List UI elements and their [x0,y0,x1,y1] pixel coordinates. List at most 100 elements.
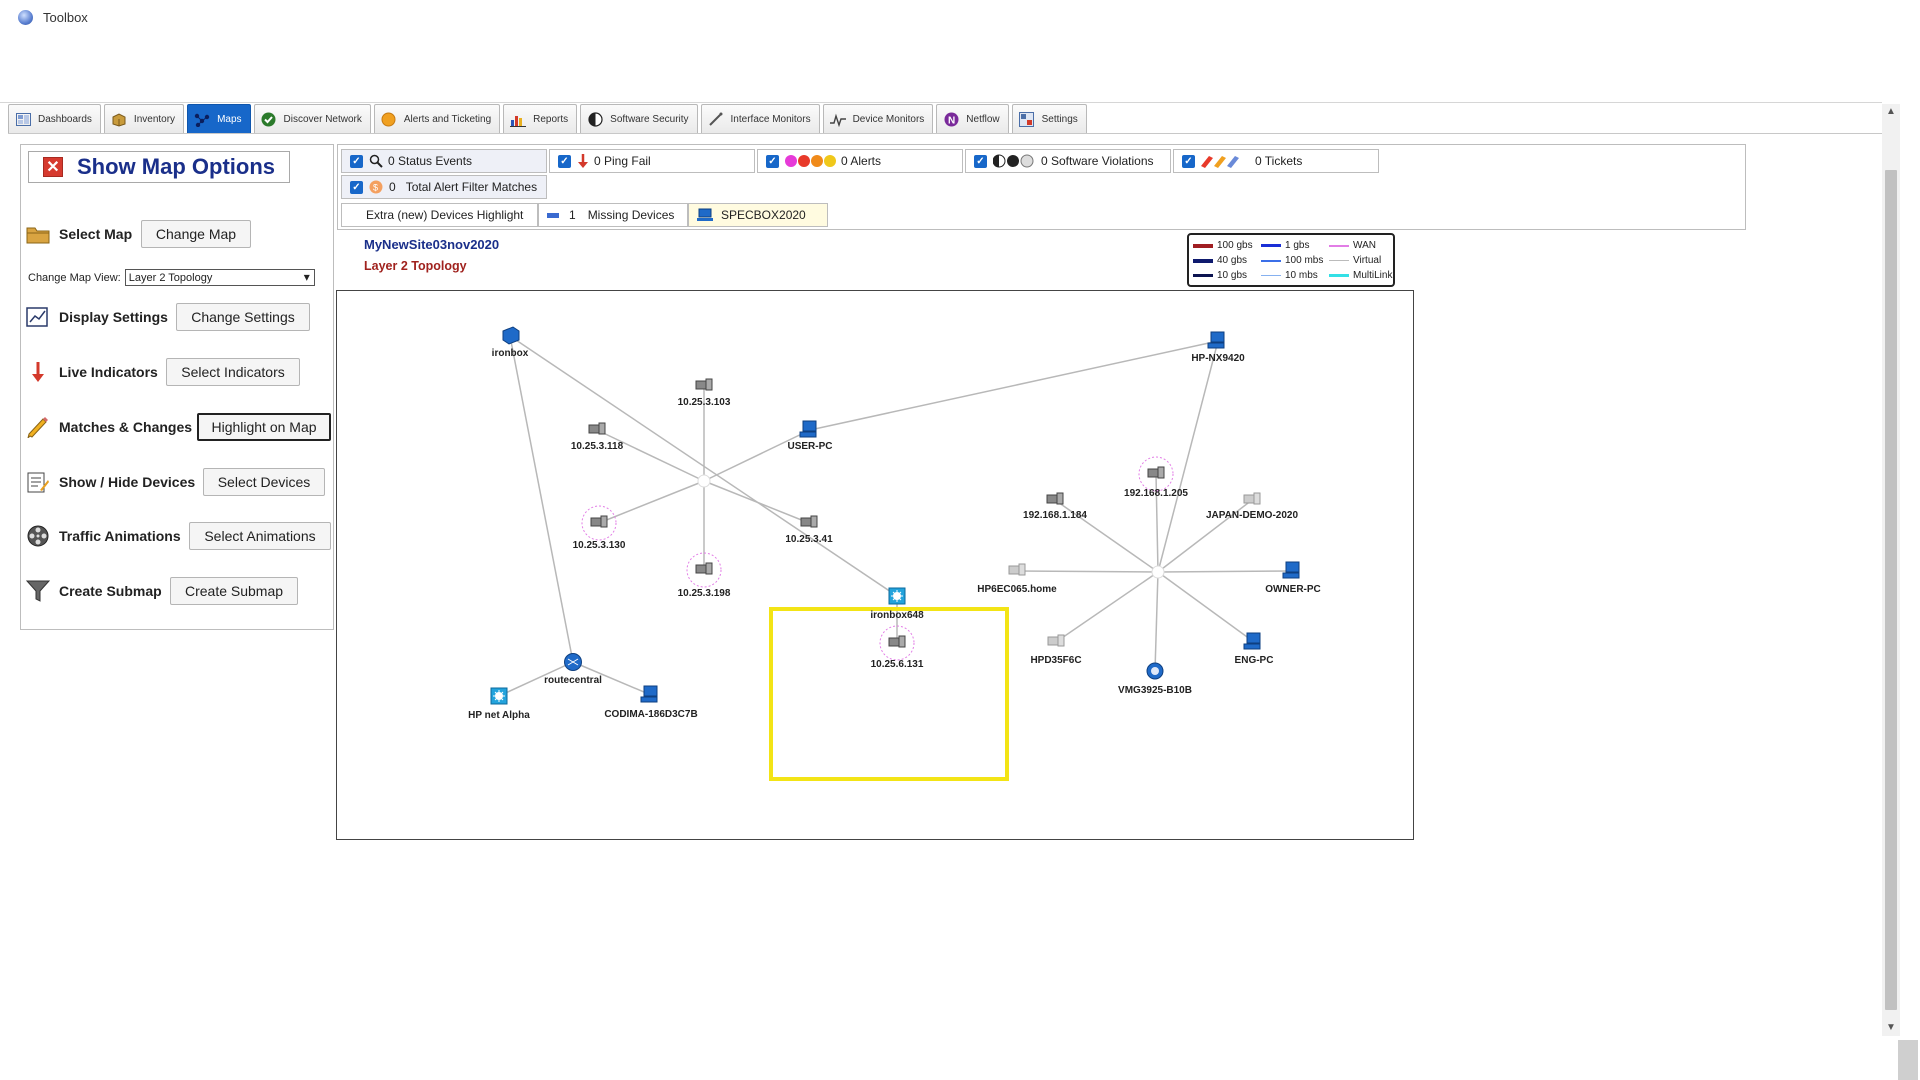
change-settings-button[interactable]: Change Settings [176,303,310,331]
settings-icon [1019,112,1035,128]
switch-node[interactable] [1151,565,1165,579]
device-owner-pc[interactable]: OWNER-PC [1265,561,1321,595]
main-tabs: Dashboards Inventory Maps Discover Netwo… [8,104,1087,134]
change-map-button[interactable]: Change Map [141,220,251,248]
device-hp6ec065-home[interactable]: HP6EC065.home [977,563,1057,595]
vertical-scrollbar[interactable]: ▲ ▼ [1882,104,1900,1036]
svg-text:ironbox: ironbox [492,348,529,359]
tickets-filter[interactable]: ✓ 0 Tickets [1173,149,1379,173]
device-eng-pc[interactable]: ENG-PC [1235,632,1274,666]
device-vmg3925-b10b[interactable]: VMG3925-B10B [1118,662,1192,696]
missing-devices-filter[interactable]: 1 Missing Devices [538,203,688,227]
software-violations-filter[interactable]: ✓ 0 Software Violations [965,149,1171,173]
software-security-icon [587,112,603,128]
select-indicators-button[interactable]: Select Indicators [166,358,300,386]
tab-discover-network[interactable]: Discover Network [253,104,371,134]
checkbox-checked-icon[interactable]: ✓ [558,154,571,168]
create-submap-row: Create Submap [25,576,162,606]
topology-map[interactable]: ironbox 10.25.3.103 10.25.3.118 USER-PC … [336,290,1414,840]
scroll-up-arrow-icon[interactable]: ▲ [1886,106,1896,117]
tab-software-security[interactable]: Software Security [580,104,698,134]
svg-text:10.25.3.41: 10.25.3.41 [785,534,833,545]
close-icon[interactable]: ✕ [43,157,63,177]
netflow-icon: N [943,112,959,128]
scrollbar-thumb[interactable] [1885,170,1897,1010]
map-options-panel: ✕ Show Map Options Select Map Change Map… [20,144,334,630]
checkbox-checked-icon[interactable]: ✓ [974,154,987,168]
tab-reports[interactable]: Reports [503,104,578,134]
dashboard-icon [15,112,31,128]
tab-inventory[interactable]: Inventory [103,104,185,134]
extra-devices-highlight[interactable]: Extra (new) Devices Highlight [341,203,538,227]
create-submap-button[interactable]: Create Submap [170,577,298,605]
checkbox-checked-icon[interactable]: ✓ [350,180,363,194]
show-map-options-toggle[interactable]: ✕ Show Map Options [28,151,290,183]
device-ironbox[interactable]: ironbox [492,326,529,359]
traffic-animations-row: Traffic Animations [25,521,181,551]
checkbox-checked-icon[interactable]: ✓ [1182,154,1195,168]
show-hide-devices-row: Show / Hide Devices [25,467,195,497]
device-192-168-1-184[interactable]: 192.168.1.184 [1023,492,1087,521]
svg-text:10.25.6.131: 10.25.6.131 [871,659,924,670]
device-hp-net-alpha[interactable]: HP net Alpha [468,687,530,721]
device-hp-nx9420[interactable]: HP-NX9420 [1191,331,1245,364]
divider [0,102,1882,103]
svg-text:HP-NX9420: HP-NX9420 [1191,353,1245,364]
svg-text:ironbox648: ironbox648 [870,610,924,621]
specbox-device[interactable]: SPECBOX2020 [688,203,828,227]
device-ironbox648[interactable]: ironbox648 [870,587,924,621]
device-10-25-3-41[interactable]: 10.25.3.41 [785,515,833,545]
tab-netflow[interactable]: N Netflow [936,104,1009,134]
checkbox-checked-icon[interactable]: ✓ [766,154,779,168]
change-map-view-row: Change Map View: Layer 2 Topology [28,269,315,286]
device-10-25-3-118[interactable]: 10.25.3.118 [571,422,624,452]
legend-item: 1 gbs [1261,240,1309,251]
device-192-168-1-205[interactable]: 192.168.1.205 [1124,456,1188,499]
total-alert-filter[interactable]: ✓ $ 0 Total Alert Filter Matches [341,175,547,199]
display-settings-row: Display Settings [25,302,168,332]
select-animations-button[interactable]: Select Animations [189,522,331,550]
device-routecentral[interactable]: routecentral [544,653,602,687]
device-user-pc[interactable]: USER-PC [787,420,833,452]
down-arrow-icon [25,359,51,385]
svg-text:routecentral: routecentral [544,675,602,686]
svg-text:JAPAN-DEMO-2020: JAPAN-DEMO-2020 [1206,510,1298,521]
device-10-25-6-131[interactable]: 10.25.6.131 [871,625,924,670]
device-10-25-3-198[interactable]: 10.25.3.198 [678,552,731,599]
legend-item: 10 mbs [1261,270,1318,281]
device-hpd35f6c[interactable]: HPD35F6C [1030,634,1082,666]
film-reel-icon [25,523,51,549]
highlight-on-map-button[interactable]: Highlight on Map [197,413,331,441]
device-codima[interactable]: CODIMA-186D3C7B [604,685,698,720]
scroll-down-arrow-icon[interactable]: ▼ [1886,1022,1896,1033]
select-devices-button[interactable]: Select Devices [203,468,325,496]
divider [8,133,1882,134]
map-view-select[interactable]: Layer 2 Topology [124,269,315,286]
svg-text:VMG3925-B10B: VMG3925-B10B [1118,685,1192,696]
tab-settings[interactable]: Settings [1011,104,1087,134]
tab-dashboards[interactable]: Dashboards [8,104,101,134]
device-10-25-3-130[interactable]: 10.25.3.130 [573,505,626,551]
status-events-filter[interactable]: ✓ 0 Status Events [341,149,547,173]
checkbox-checked-icon[interactable]: ✓ [350,154,363,168]
alert-filter-bar: ✓ 0 Status Events ✓ 0 Ping Fail ✓ 0 Aler… [337,144,1746,230]
discover-icon [261,112,277,128]
ping-fail-filter[interactable]: ✓ 0 Ping Fail [549,149,755,173]
tab-alerts-ticketing[interactable]: Alerts and Ticketing [373,104,501,134]
live-indicators-row: Live Indicators [25,357,158,387]
software-violation-icons [993,154,1037,168]
svg-text:192.168.1.184: 192.168.1.184 [1023,510,1087,521]
switch-node[interactable] [697,474,711,488]
topology-graph[interactable]: ironbox 10.25.3.103 10.25.3.118 USER-PC … [337,291,1414,840]
svg-text:HPD35F6C: HPD35F6C [1030,655,1081,666]
highlight-box [769,607,1009,781]
tab-interface-monitors[interactable]: Interface Monitors [700,104,820,134]
svg-text:N: N [948,116,955,127]
tab-maps[interactable]: Maps [187,104,251,134]
svg-text:10.25.3.130: 10.25.3.130 [573,540,626,551]
device-japan-demo-2020[interactable]: JAPAN-DEMO-2020 [1206,492,1298,521]
alerts-filter[interactable]: ✓ 0 Alerts [757,149,963,173]
tab-device-monitors[interactable]: Device Monitors [822,104,934,134]
alert-severity-dots-icon [785,155,837,167]
device-10-25-3-103[interactable]: 10.25.3.103 [678,378,731,408]
